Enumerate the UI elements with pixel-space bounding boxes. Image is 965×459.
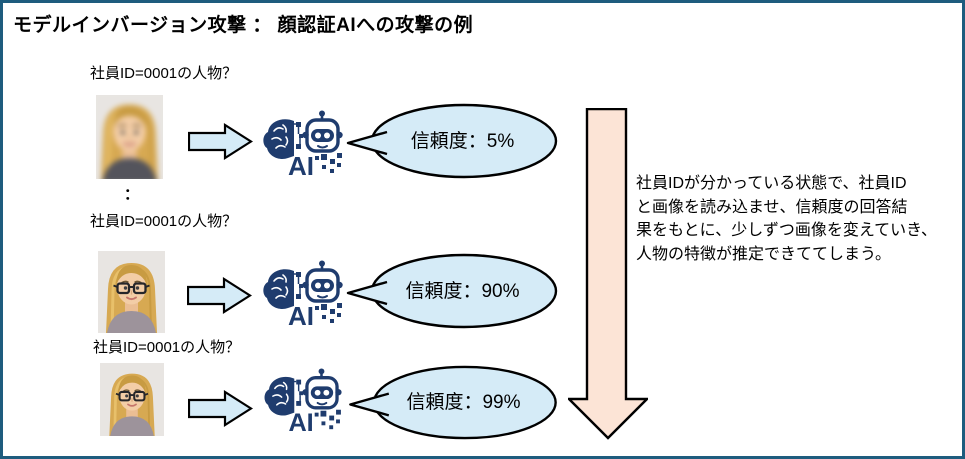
arrow-right-icon [188,123,253,160]
query-label-row1: 社員ID=0001の人物？ [90,65,238,82]
annotation-text: 社員IDが分かっている状態で、社員ID と画像を読み込ませ、信頼度の回答結 果を… [636,172,962,266]
confidence-value: 信頼度：90% [405,280,520,302]
annotation-line: 人物の特徴が推定できててしまう。 [636,245,892,263]
confidence-bubble-row3: 信頼度：99% [345,364,558,441]
query-label-row3: 社員ID=0001の人物？ [93,339,241,356]
employee-photo-glasses [98,251,165,333]
confidence-bubble-row2: 信頼度：90% [343,252,558,330]
speech-bubble-shape [346,103,558,179]
ai-brain-robot-icon [261,109,347,179]
diagram-title: モデルインバージョン攻撃 ： 顔認証AIへの攻撃の例 [13,15,474,36]
ai-brain-robot-icon [261,259,347,329]
face-photo-icon [98,251,165,333]
face-photo-icon [100,363,164,436]
query-label-row2: 社員ID=0001の人物？ [90,213,238,230]
arrow-right-icon [187,277,252,314]
arrow-right-icon [188,390,253,427]
confidence-bubble-row1: 信頼度：5% [343,102,558,180]
confidence-value: 信頼度：5% [410,130,515,152]
annotation-line: 果をもとに、少しずつ画像を変えていき、 [636,222,937,239]
ai-brain-robot-icon [262,367,346,435]
annotation-line: と画像を読み込ませ、信頼度の回答結 [636,198,908,216]
speech-bubble-shape [346,253,558,329]
arrow-down-icon [568,108,648,440]
confidence-value: 信頼度：99% [406,392,521,413]
face-photo-icon [96,95,163,179]
ellipsis-dots: ： [124,186,140,203]
employee-photo-blurred [96,95,163,179]
speech-bubble-shape [349,365,557,440]
annotation-line: 社員IDが分かっている状態で、社員ID [636,175,907,192]
employee-photo-glasses [100,363,164,436]
